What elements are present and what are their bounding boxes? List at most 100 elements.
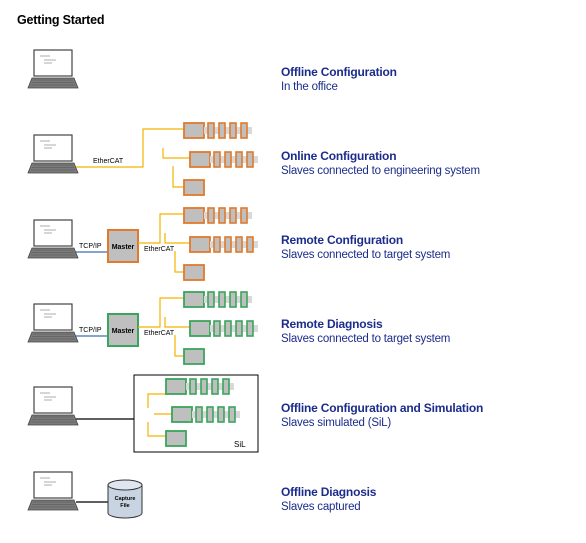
tcpip-label: TCP/IP [79,243,102,250]
offline-configuration-simulation-title[interactable]: Offline Configuration and Simulation [281,401,484,415]
slave-coupler [183,348,205,365]
sil-frame [133,374,259,453]
slave-module [189,378,197,395]
tcpip-label: TCP/IP [79,327,102,334]
slave-coupler [183,264,205,281]
slave-chain [189,236,258,253]
slave-chain [189,151,258,168]
offline-diagnosis-description: Slaves captured [281,501,361,513]
slave-rail [192,411,240,418]
slave-module [240,207,248,224]
capture-label: Capture [115,496,136,502]
slave-module [218,291,226,308]
slave-coupler [165,378,187,395]
offline-configuration-description: In the office [281,81,338,93]
laptop-icon [27,471,79,511]
online-configuration-diagram: EtherCAT [27,122,258,196]
slave-rail [204,127,252,134]
slave-module [229,122,237,139]
master-box: Master [107,229,139,263]
slave-coupler [189,151,211,168]
slave-chain [183,348,205,365]
simulated-cable [147,393,167,408]
ethercat-cable [164,317,192,328]
slave-chain [183,291,252,308]
slave-module [235,320,243,337]
slave-chain [165,378,234,395]
option-offline-diagnosis[interactable]: Capture File Offline Diagnosis Slaves ca… [0,457,586,537]
remote-diagnosis-title[interactable]: Remote Diagnosis [281,317,383,331]
slave-module [235,236,243,253]
slave-chain [183,179,205,196]
slave-coupler [183,122,205,139]
slave-rail [204,296,252,303]
offline-configuration-title[interactable]: Offline Configuration [281,65,397,79]
slave-module [195,406,203,423]
option-online-configuration[interactable]: EtherCAT Online Configuration Slaves con… [0,120,586,200]
remote-configuration-diagram: TCP/IP Master EtherCAT [27,207,258,281]
slave-rail [210,241,258,248]
offline-diagnosis-title[interactable]: Offline Diagnosis [281,485,377,499]
slave-coupler [171,406,193,423]
laptop-icon [27,219,79,259]
slave-module [246,151,254,168]
ethercat-cable [76,128,185,168]
file-label: File [120,503,129,509]
slave-chain [183,122,252,139]
slave-module [240,291,248,308]
slave-module [224,151,232,168]
sil-label: SiL [234,440,246,449]
offline-configuration-diagram [27,49,79,89]
remote-configuration-title[interactable]: Remote Configuration [281,233,403,247]
capture-file-icon: Capture File [107,479,143,519]
ethercat-cable [174,251,187,273]
laptop-icon [27,386,79,426]
slave-module [246,320,254,337]
slave-chain [189,320,258,337]
slave-module [206,406,214,423]
slave-rail [204,212,252,219]
slave-chain [171,406,240,423]
slave-rail [210,156,258,163]
slave-chain [183,207,252,224]
slave-module [235,151,243,168]
slave-coupler [165,430,187,447]
ethercat-label: EtherCAT [93,158,124,165]
slave-module [217,406,225,423]
slave-module [224,320,232,337]
slave-module [229,207,237,224]
remote-configuration-description: Slaves connected to target system [281,249,451,261]
slave-rail [210,325,258,332]
ethercat-cable [162,148,192,159]
slave-module [213,236,221,253]
online-configuration-description: Slaves connected to engineering system [281,165,480,177]
master-label: Master [112,244,135,251]
option-offline-configuration-simulation[interactable]: SiL Offline Configuration and Simulation… [0,372,586,453]
slave-module [211,378,219,395]
slave-coupler [183,207,205,224]
ethercat-label: EtherCAT [144,246,175,253]
ethercat-cable [172,166,187,188]
slave-module [222,378,230,395]
slave-module [229,291,237,308]
ethercat-cable [138,297,185,328]
remote-diagnosis-description: Slaves connected to target system [281,333,451,345]
slave-module [207,122,215,139]
laptop-icon [27,49,79,89]
option-remote-diagnosis[interactable]: TCP/IP Master EtherCAT Remote Diagnosis … [0,289,586,369]
remote-diagnosis-diagram: TCP/IP Master EtherCAT [27,291,258,365]
offline-configuration-simulation-description: Slaves simulated (SiL) [281,417,392,429]
master-box: Master [107,313,139,347]
slave-module [218,207,226,224]
offline-configuration-simulation-diagram: SiL [27,374,259,453]
simulated-cable [147,422,167,437]
option-offline-configuration[interactable]: Offline Configuration In the office [0,45,586,125]
option-remote-configuration[interactable]: TCP/IP Master EtherCAT Remote Configurat… [0,205,586,285]
laptop-icon [27,303,79,343]
slave-coupler [183,179,205,196]
slave-module [200,378,208,395]
ethercat-cable [174,335,187,357]
online-configuration-title[interactable]: Online Configuration [281,149,397,163]
slave-chain [165,430,187,447]
slave-coupler [183,291,205,308]
